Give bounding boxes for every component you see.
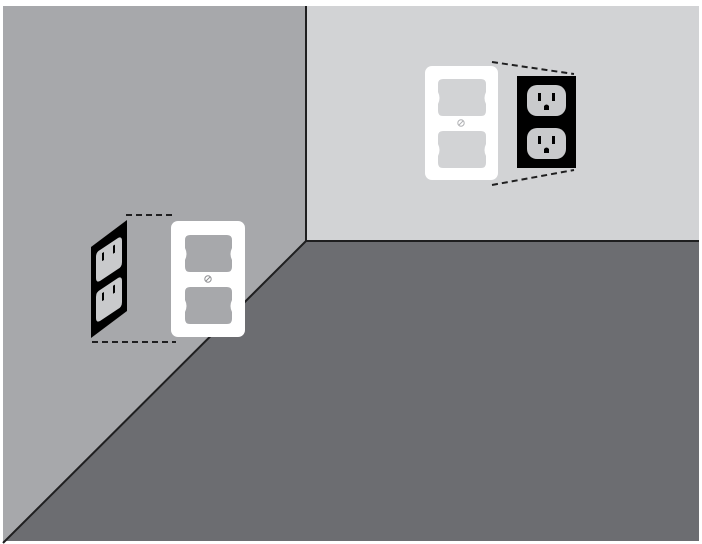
outlet-cover-plate-icon — [425, 66, 498, 180]
back-wall — [306, 6, 699, 241]
duplex-outlet-icon — [517, 76, 576, 168]
outlet-cover-plate-icon — [171, 221, 245, 337]
